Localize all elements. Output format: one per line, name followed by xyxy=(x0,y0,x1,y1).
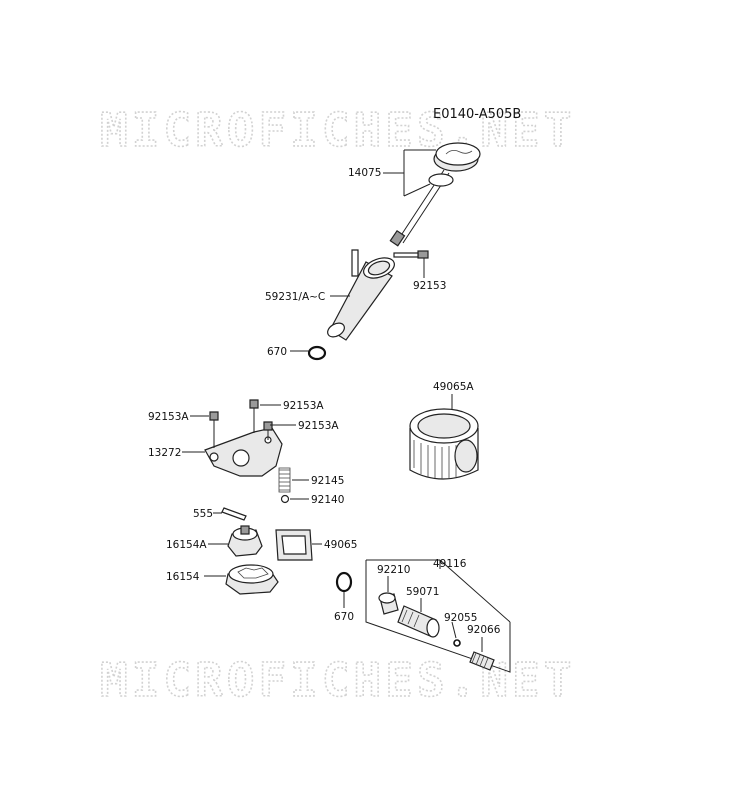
label-92153a-left: 92153A xyxy=(148,411,189,423)
bolt-92153a-right: 92153A xyxy=(263,420,339,440)
outer-rotor: 16154 xyxy=(166,564,279,595)
label-92055: 92055 xyxy=(444,612,477,624)
label-49065: 49065 xyxy=(324,539,357,551)
label-92153: 92153 xyxy=(413,280,446,292)
ball-92140: 92140 xyxy=(280,494,344,506)
o-ring-670-top: 670 xyxy=(267,345,327,361)
spring-92145: 92145 xyxy=(278,467,344,493)
callout-13272: 13272 xyxy=(148,447,205,459)
oil-filler-tube xyxy=(327,249,395,341)
label-16154a: 16154A xyxy=(166,539,207,551)
callout-59231: 59231/A~C xyxy=(265,291,350,303)
label-49065a: 49065A xyxy=(433,381,474,393)
label-92066: 92066 xyxy=(467,624,501,636)
valve-assembly-box: 49116 xyxy=(365,558,511,673)
washer-92055: 92055 xyxy=(444,612,477,647)
label-670-top: 670 xyxy=(267,346,287,358)
oil-filter: 49065A xyxy=(409,381,479,480)
label-49116: 49116 xyxy=(433,558,467,570)
bolt-92153: 92153 xyxy=(393,250,446,292)
label-670-bottom: 670 xyxy=(334,611,354,623)
spring-92066: 92066 xyxy=(467,624,501,671)
label-13272: 13272 xyxy=(148,447,181,459)
bolt-92153a-left: 92153A xyxy=(148,411,219,448)
label-555: 555 xyxy=(193,508,213,520)
inner-rotor: 16154A xyxy=(166,525,263,557)
pin-555: 555 xyxy=(193,507,247,521)
label-59071: 59071 xyxy=(406,586,439,598)
o-ring-670-bottom: 670 xyxy=(334,571,354,623)
watermark-bottom: MICROFICHES.NET xyxy=(100,653,575,707)
bushing-92210: 92210 xyxy=(377,564,410,615)
shaft-59071: 59071 xyxy=(397,586,440,638)
label-16154: 16154 xyxy=(166,571,200,583)
label-14075: 14075 xyxy=(348,167,381,179)
label-92140: 92140 xyxy=(311,494,344,506)
label-92153a-mid: 92153A xyxy=(283,400,324,412)
diagram-code: E0140-A505B xyxy=(433,107,521,122)
label-92145: 92145 xyxy=(311,475,344,487)
bolt-92153a-mid: 92153A xyxy=(249,399,324,433)
callout-14075: 14075 xyxy=(348,149,436,197)
watermark-top: MICROFICHES.NET xyxy=(100,103,575,157)
gasket: 49065 xyxy=(275,529,357,561)
dipstick-cap xyxy=(389,142,481,247)
label-59231: 59231/A~C xyxy=(265,291,325,303)
label-92210: 92210 xyxy=(377,564,410,576)
bracket-plate xyxy=(204,427,283,477)
label-92153a-right: 92153A xyxy=(298,420,339,432)
